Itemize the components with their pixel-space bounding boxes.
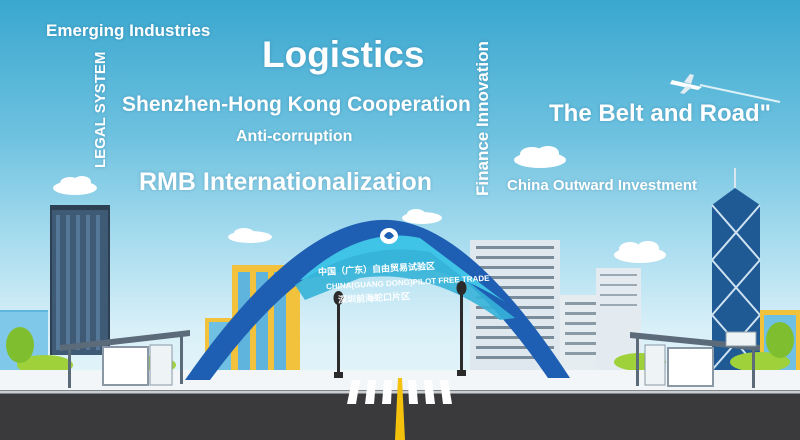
- keyword-finance-innovation: Finance Innovation: [473, 41, 492, 196]
- tree: [6, 322, 794, 363]
- bus-stop-left: [60, 330, 190, 388]
- bus-stop-right: [630, 331, 760, 388]
- road-center-line: [395, 378, 405, 440]
- free-trade-zone-arch: [185, 219, 570, 380]
- street-lamp: [456, 281, 467, 376]
- keyword-legal-system: LEGAL SYSTEM: [92, 51, 109, 168]
- airplane-icon: [670, 74, 781, 103]
- building: [50, 205, 110, 355]
- keyword-emerging-industries: Emerging Industries: [46, 21, 211, 40]
- keyword-logistics: Logistics: [262, 34, 425, 75]
- keyword-china-outward-investment: China Outward Investment: [507, 177, 698, 194]
- keyword-shenzhen-hong-kong: Shenzhen-Hong Kong Cooperation: [122, 93, 471, 116]
- keyword-rmb-internationalization: RMB Internationalization: [139, 168, 433, 196]
- keyword-belt-and-road: The Belt and Road": [549, 100, 772, 127]
- keyword-anti-corruption: Anti-corruption: [236, 128, 353, 145]
- crosswalk: [347, 380, 452, 404]
- street-lamp: [333, 291, 344, 378]
